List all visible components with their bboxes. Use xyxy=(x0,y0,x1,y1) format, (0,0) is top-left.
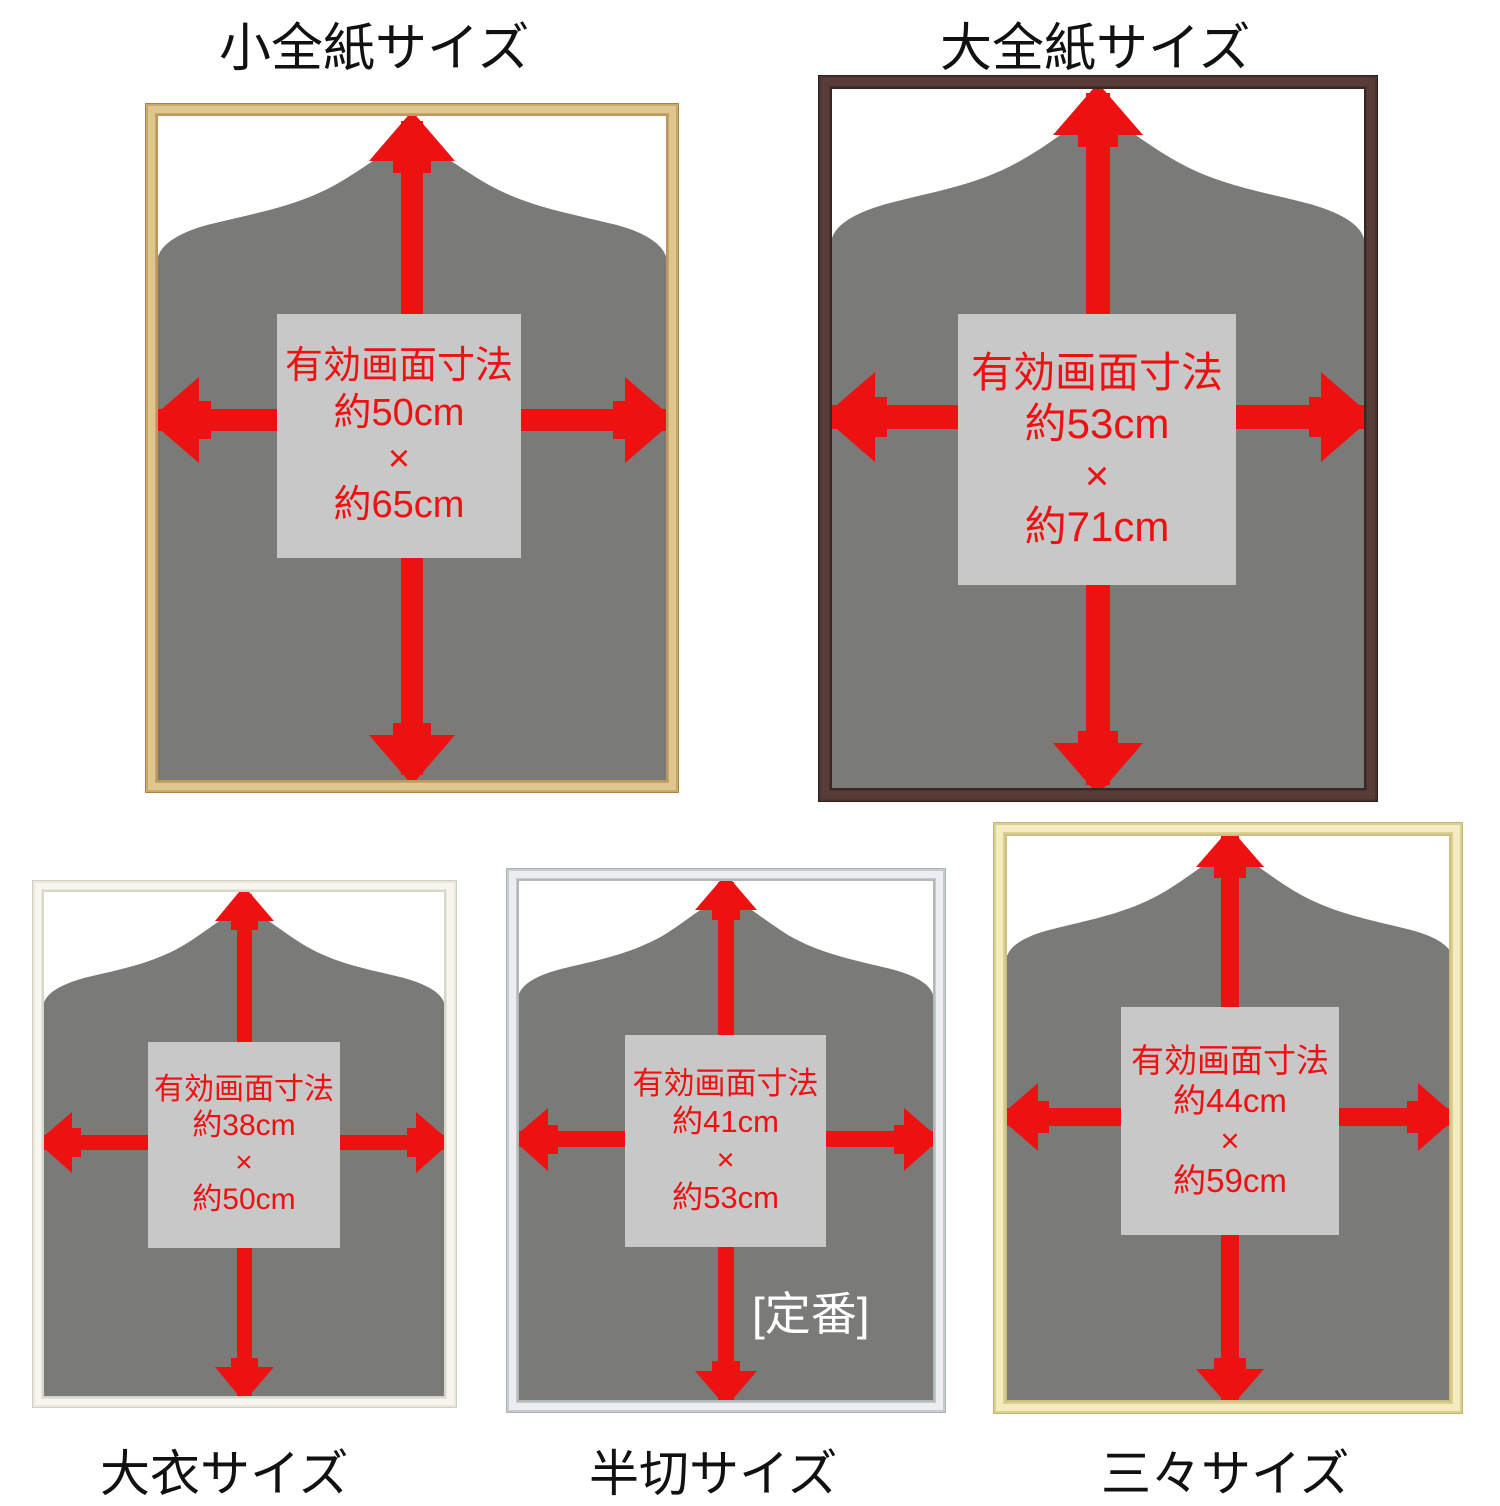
dimension-heading: 有効画面寸法 xyxy=(154,1072,334,1106)
dimension-width: 約53cm xyxy=(1024,400,1170,448)
frame-inner-daiginu: 有効画面寸法 約38cm × 約50cm xyxy=(32,880,457,1408)
frame-inner-hangiri: 有効画面寸法 約41cm × 約53cm [定番] xyxy=(506,868,946,1413)
dimension-heading: 有効画面寸法 xyxy=(284,345,513,388)
title-daizenshi: 大全紙サイズ xyxy=(940,20,1251,78)
badge-teiban: [定番] xyxy=(752,1288,870,1340)
dimension-label-daiginu: 有効画面寸法 約38cm × 約50cm xyxy=(148,1042,340,1248)
dimension-label-hangiri: 有効画面寸法 約41cm × 約53cm xyxy=(625,1035,826,1247)
frame-daiginu[interactable]: 有効画面寸法 約38cm × 約50cm xyxy=(32,880,457,1408)
caption-sansan: 三々サイズ xyxy=(1101,1446,1350,1502)
frame-inner-daizenshi: 有効画面寸法 約53cm × 約71cm xyxy=(818,75,1378,802)
title-koozenshi: 小全紙サイズ xyxy=(219,20,530,78)
dimension-heading: 有効画面寸法 xyxy=(632,1066,819,1102)
dimension-height: 約53cm xyxy=(672,1179,779,1215)
dimension-label-koozenshi: 有効画面寸法 約50cm × 約65cm xyxy=(277,314,521,558)
dimension-height: 約65cm xyxy=(333,484,465,527)
dimension-height: 約71cm xyxy=(1024,502,1170,550)
dimension-label-daizenshi: 有効画面寸法 約53cm × 約71cm xyxy=(958,314,1236,585)
caption-hangiri: 半切サイズ xyxy=(589,1446,838,1502)
frame-inner-sansan: 有効画面寸法 約44cm × 約59cm xyxy=(993,822,1463,1414)
frame-sansan[interactable]: 有効画面寸法 約44cm × 約59cm xyxy=(993,822,1463,1414)
dimension-heading: 有効画面寸法 xyxy=(970,349,1223,397)
frame-koozenshi[interactable]: 有効画面寸法 約50cm × 約65cm xyxy=(145,103,679,793)
dimension-width: 約41cm xyxy=(672,1104,779,1140)
dimension-multiply: × xyxy=(1084,451,1110,499)
dimension-multiply: × xyxy=(235,1146,253,1179)
dimension-height: 約50cm xyxy=(192,1182,296,1216)
dimension-label-sansan: 有効画面寸法 約44cm × 約59cm xyxy=(1121,1007,1339,1235)
dimension-multiply: × xyxy=(716,1142,735,1177)
dimension-width: 約44cm xyxy=(1173,1081,1287,1119)
frame-daizenshi[interactable]: 有効画面寸法 約53cm × 約71cm xyxy=(818,75,1378,802)
dimension-width: 約50cm xyxy=(333,391,465,434)
dimension-height: 約59cm xyxy=(1173,1162,1287,1200)
dimension-multiply: × xyxy=(387,438,411,480)
frame-hangiri[interactable]: 有効画面寸法 約41cm × 約53cm [定番] xyxy=(506,868,946,1413)
frame-inner-koozenshi: 有効画面寸法 約50cm × 約65cm xyxy=(145,103,679,793)
dimension-heading: 有効画面寸法 xyxy=(1131,1041,1329,1079)
dimension-multiply: × xyxy=(1220,1122,1240,1159)
dimension-width: 約38cm xyxy=(192,1109,296,1143)
caption-daiginu: 大衣サイズ xyxy=(100,1446,349,1502)
